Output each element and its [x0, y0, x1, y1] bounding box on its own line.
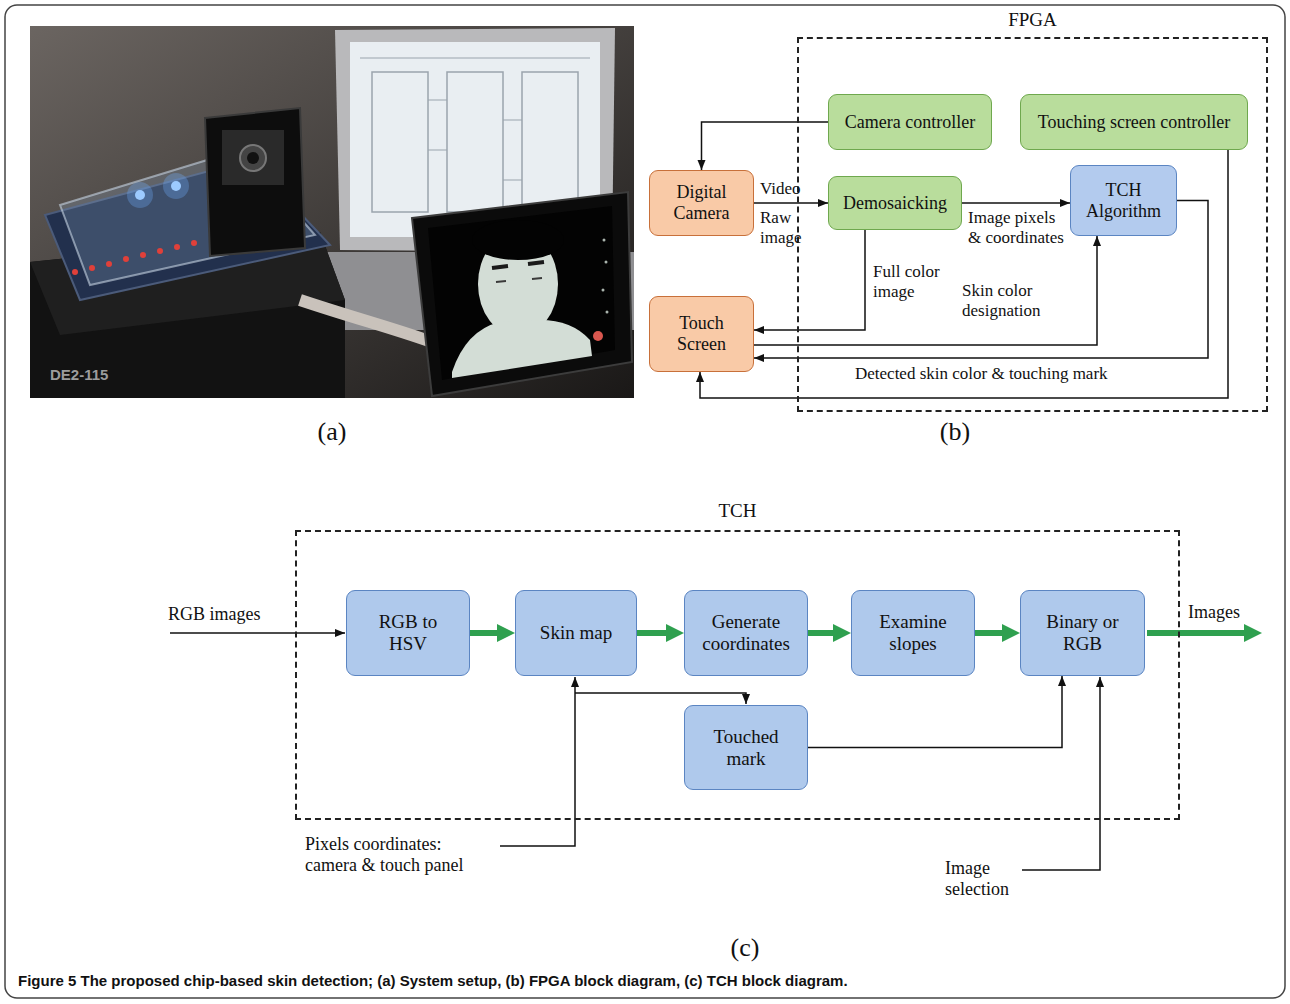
noise-dot	[606, 311, 609, 314]
led	[140, 252, 146, 258]
box-label: Examine slopes	[867, 611, 960, 655]
led	[191, 240, 197, 246]
schematic-block	[372, 72, 428, 212]
edge-label: Skin color designation	[962, 281, 1058, 320]
led-glow	[127, 182, 153, 208]
process-box: Binary or RGB	[1020, 590, 1145, 676]
fpga-module-box: Demosaicking	[828, 176, 962, 230]
input-arrow	[1022, 677, 1100, 870]
board-marking: DE2-115	[50, 366, 160, 383]
dashed-group: TCHRGB to HSVSkin mapGenerate coordinate…	[295, 530, 1180, 820]
led	[174, 244, 180, 250]
schematic-block	[522, 72, 578, 212]
ribbon-cable	[300, 300, 440, 345]
group-heading: TCH	[297, 500, 1178, 522]
camera-board	[222, 130, 284, 185]
camera-module	[205, 108, 305, 256]
signal-arrow	[808, 676, 1062, 748]
figure-caption: Figure 5 The proposed chip-based skin de…	[18, 972, 1273, 989]
box-label: Touched mark	[700, 726, 793, 770]
led	[106, 261, 112, 267]
box-label: Touch Screen	[659, 313, 745, 354]
schematic-block	[447, 72, 503, 212]
edge-label: Full color image	[873, 262, 955, 301]
panel-label: (b)	[920, 417, 990, 447]
led	[72, 269, 78, 275]
process-box: Skin map	[515, 590, 637, 676]
input-arrow	[575, 693, 746, 704]
detected-shoulders	[452, 320, 592, 378]
flow-arrow	[637, 630, 672, 636]
box-label: Skin map	[531, 622, 622, 644]
process-box: RGB to HSV	[346, 590, 470, 676]
signal-arrow	[962, 202, 1070, 204]
box-label: RGB to HSV	[362, 611, 455, 655]
signal-label: RGB images	[168, 604, 308, 625]
flow-arrow	[808, 630, 839, 636]
figure-frame	[5, 5, 1285, 998]
led	[135, 190, 145, 200]
box-label: Digital Camera	[659, 182, 745, 223]
process-box: Generate coordinates	[684, 590, 808, 676]
led	[123, 256, 129, 262]
signal-label: Images	[1188, 602, 1268, 623]
noise-dot	[603, 239, 606, 242]
eyebrows	[492, 262, 544, 268]
box-label: Binary or RGB	[1036, 611, 1130, 655]
led	[89, 265, 95, 271]
device-box: Touch Screen	[649, 296, 754, 372]
signal-arrow	[754, 202, 828, 204]
edge-label: Image pixels & coordinates	[968, 208, 1068, 247]
noise-dot	[605, 261, 608, 264]
algorithm-box: TCH Algorithm	[1070, 165, 1177, 236]
led	[171, 181, 181, 191]
input-arrow	[170, 632, 345, 634]
output-arrow	[1147, 630, 1250, 636]
touch-mark	[593, 331, 603, 341]
led	[157, 248, 163, 254]
signal-label: Raw image	[760, 208, 810, 247]
edge-label: Detected skin color & touching mark	[855, 364, 1175, 384]
device-box: Digital Camera	[649, 170, 754, 236]
led-glow	[163, 173, 189, 199]
eyes	[496, 278, 542, 282]
photo-background	[30, 26, 634, 398]
signal-label: Image selection	[945, 858, 1020, 899]
flow-arrow	[975, 630, 1008, 636]
panel-label: (c)	[710, 933, 780, 963]
signal-label: Pixels coordinates: camera & touch panel	[305, 834, 490, 875]
group-heading: FPGA	[799, 9, 1266, 31]
camera-lens	[247, 152, 259, 164]
panel-label: (a)	[297, 417, 367, 447]
hair	[472, 220, 564, 260]
box-label: Touching screen controller	[1030, 112, 1239, 133]
fpga-module-box: Touching screen controller	[1020, 94, 1248, 150]
signal-arrow	[700, 150, 1228, 398]
schematic-wire	[360, 58, 590, 180]
box-label: Demosaicking	[838, 193, 953, 214]
edge-label: Video	[760, 179, 820, 199]
box-label: Generate coordinates	[700, 611, 793, 655]
touch-panel-screen	[428, 206, 615, 380]
setup-photo	[30, 26, 634, 398]
touch-panel	[412, 192, 632, 396]
box-label: TCH Algorithm	[1080, 180, 1168, 221]
box-label: Camera controller	[838, 112, 983, 133]
input-arrow	[500, 677, 575, 846]
fpga-module-box: Camera controller	[828, 94, 992, 150]
process-box: Touched mark	[684, 705, 808, 790]
noise-dot	[602, 289, 605, 292]
flow-arrow	[470, 630, 503, 636]
signal-arrow	[702, 122, 829, 170]
camera-lens	[240, 145, 266, 171]
process-box: Examine slopes	[851, 590, 975, 676]
signal-arrow	[754, 236, 1097, 345]
